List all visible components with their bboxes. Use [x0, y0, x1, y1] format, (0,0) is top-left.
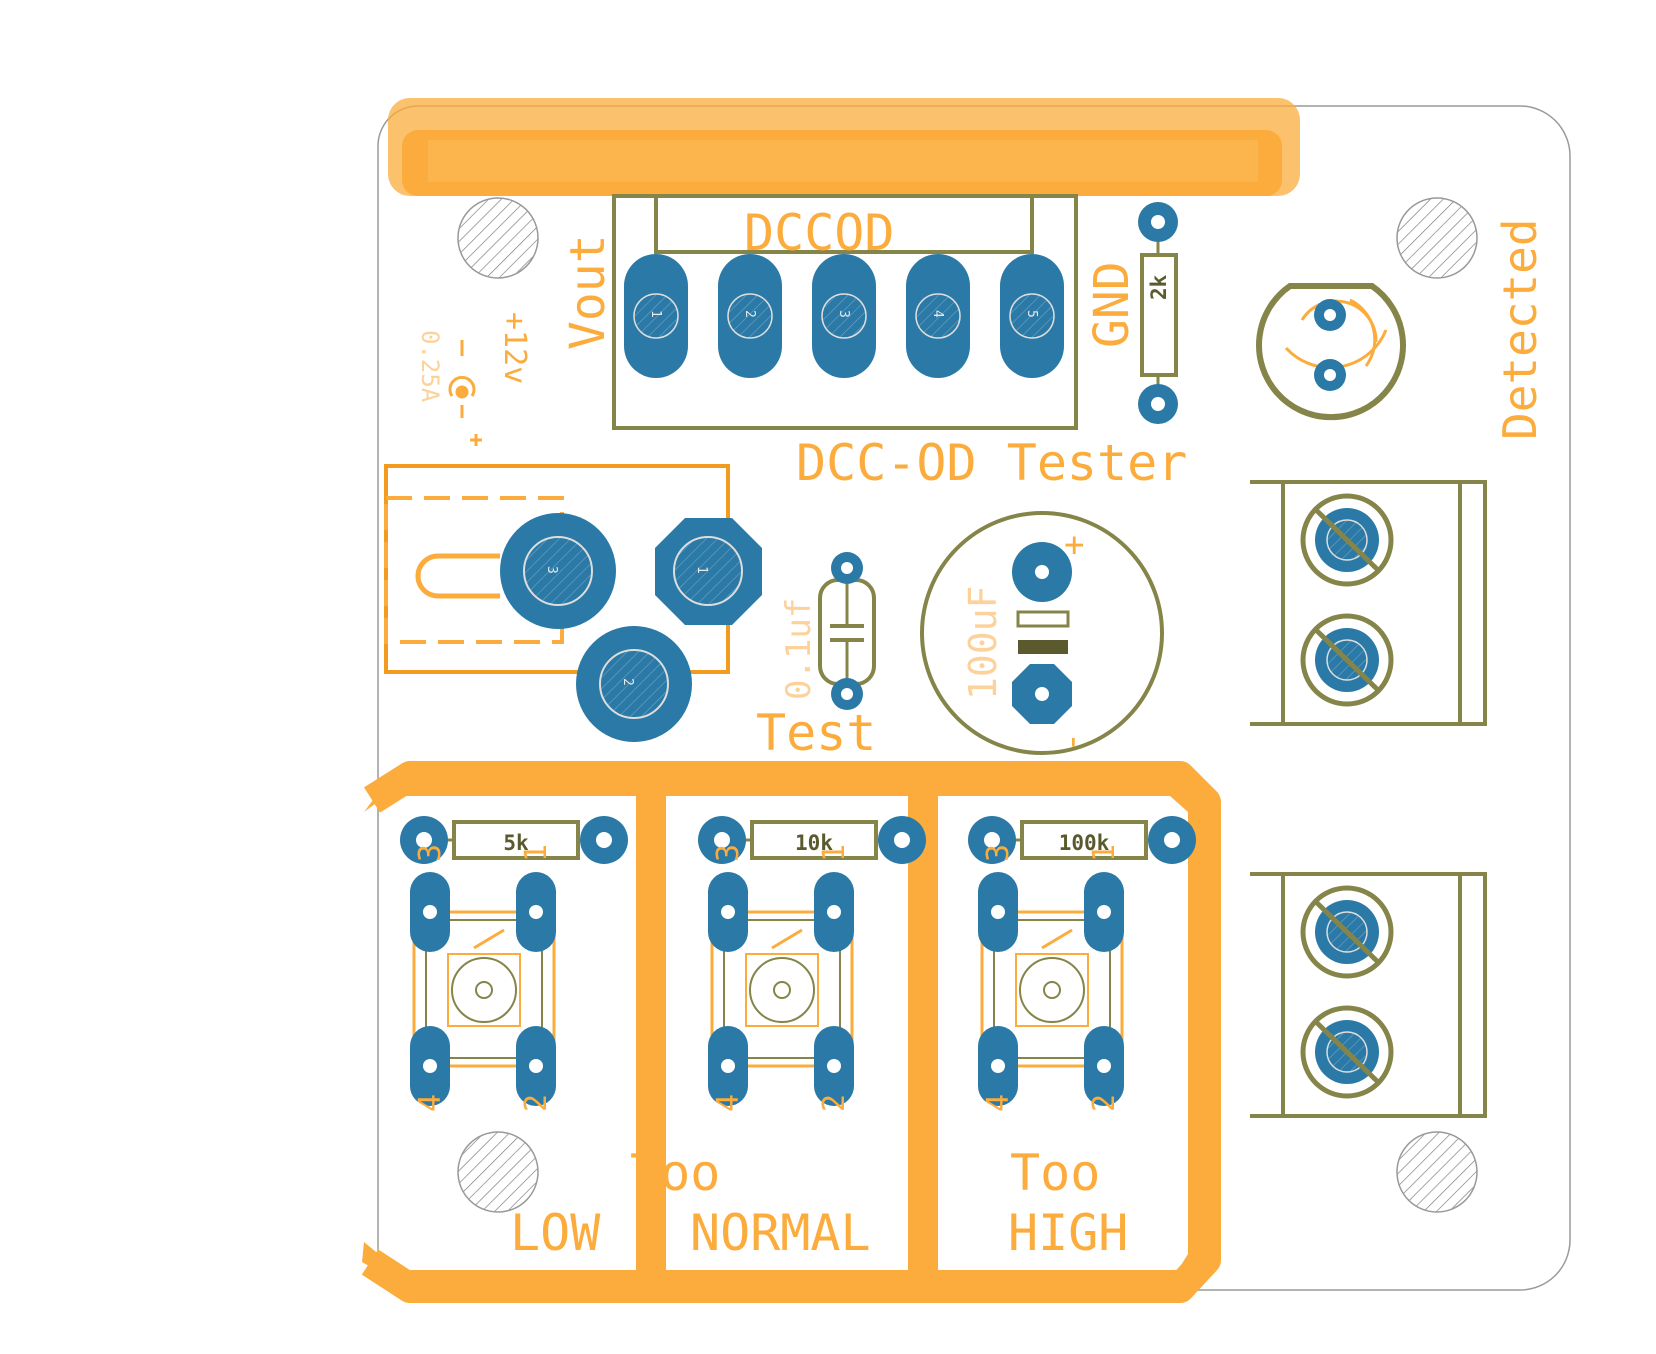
- switch-pin-label: 3: [981, 844, 1016, 862]
- too-high-label-1: Too: [1010, 1144, 1100, 1202]
- pushbutton-1[interactable]: 5k 3 1 4 2: [400, 816, 628, 1112]
- jack-pin-1: 1: [694, 566, 709, 574]
- screw-terminal: [1300, 1005, 1394, 1099]
- test-label: Test: [756, 704, 876, 762]
- switch-pin-label: 1: [1087, 844, 1122, 862]
- switch-pin-label: 2: [1087, 1094, 1122, 1112]
- terminal-block-lower: [1250, 872, 1487, 1118]
- mounting-hole: [1396, 1131, 1478, 1213]
- dccod-label: DCCOD: [744, 204, 895, 262]
- connector-pin-label: 3: [836, 310, 851, 318]
- too-low-label-1: Too: [630, 1144, 720, 1202]
- top-copper-bar: [388, 98, 1300, 196]
- capacitor-small: [818, 552, 876, 710]
- jack-pin-2: 2: [620, 678, 635, 686]
- mounting-hole: [457, 1131, 539, 1213]
- resistor-2k-label: 2k: [1147, 274, 1171, 300]
- dccod-connector: DCCOD 1 2 3 4 5: [612, 194, 1078, 430]
- power-voltage-label: +12v: [497, 312, 532, 384]
- switch-pin-label: 1: [519, 844, 554, 862]
- detected-label: Detected: [1493, 218, 1547, 440]
- gnd-label: GND: [1084, 261, 1140, 348]
- capacitor-large-label: 100uF: [961, 586, 1005, 700]
- copper-trace-outer: [361, 761, 1221, 1303]
- resistor-label: 100k: [1059, 831, 1110, 855]
- switch-pin-label: 4: [413, 1094, 448, 1112]
- resistor-label: 5k: [503, 831, 529, 855]
- resistor-2k: 2k: [1138, 202, 1178, 424]
- switch-pin-label: 2: [519, 1094, 554, 1112]
- screw-terminal: [1300, 613, 1394, 707]
- jack-pin-3: 3: [544, 566, 559, 574]
- power-current-label: 0.25A: [416, 330, 444, 403]
- switch-pin-label: 3: [711, 844, 746, 862]
- capacitor-large: + -: [920, 511, 1164, 755]
- pushbutton-2[interactable]: 10k 3 1 4 2: [698, 816, 926, 1112]
- polarity-symbol: [448, 340, 482, 446]
- connector-pin-label: 1: [648, 310, 663, 318]
- too-high-label-2: HIGH: [1008, 1204, 1128, 1262]
- connector-pin-label: 2: [742, 310, 757, 318]
- switch-pin-label: 1: [817, 844, 852, 862]
- switch-pin-label: 2: [817, 1094, 852, 1112]
- normal-label: NORMAL: [690, 1204, 871, 1262]
- mounting-hole: [457, 197, 539, 279]
- vout-label: Vout: [560, 234, 616, 350]
- screw-terminal: [1300, 885, 1394, 979]
- pushbutton-3[interactable]: 100k 3 1 4 2: [968, 816, 1196, 1112]
- screw-terminal: [1300, 493, 1394, 587]
- switch-pin-label: 3: [413, 844, 448, 862]
- switch-pin-label: 4: [711, 1094, 746, 1112]
- detected-led: [1256, 283, 1406, 421]
- switch-pin-label: 4: [981, 1094, 1016, 1112]
- connector-pin-label: 5: [1024, 310, 1039, 318]
- capacitor-plus: +: [1064, 525, 1084, 565]
- copper-divider-2: [908, 790, 938, 1280]
- copper-divider-1: [636, 790, 666, 1280]
- terminal-block-upper: [1250, 480, 1487, 726]
- capacitor-small-label: 0.1uf: [779, 598, 819, 700]
- capacitor-minus: -: [1055, 732, 1095, 752]
- mounting-holes: [457, 197, 1478, 1213]
- dc-jack: 3 1 2: [384, 464, 762, 742]
- connector-pin-label: 4: [930, 310, 945, 318]
- board-title: DCC-OD Tester: [796, 434, 1187, 492]
- mounting-hole: [1396, 197, 1478, 279]
- board-outline: [377, 105, 1571, 1291]
- too-low-label-2: LOW: [510, 1204, 601, 1262]
- resistor-label: 10k: [795, 831, 833, 855]
